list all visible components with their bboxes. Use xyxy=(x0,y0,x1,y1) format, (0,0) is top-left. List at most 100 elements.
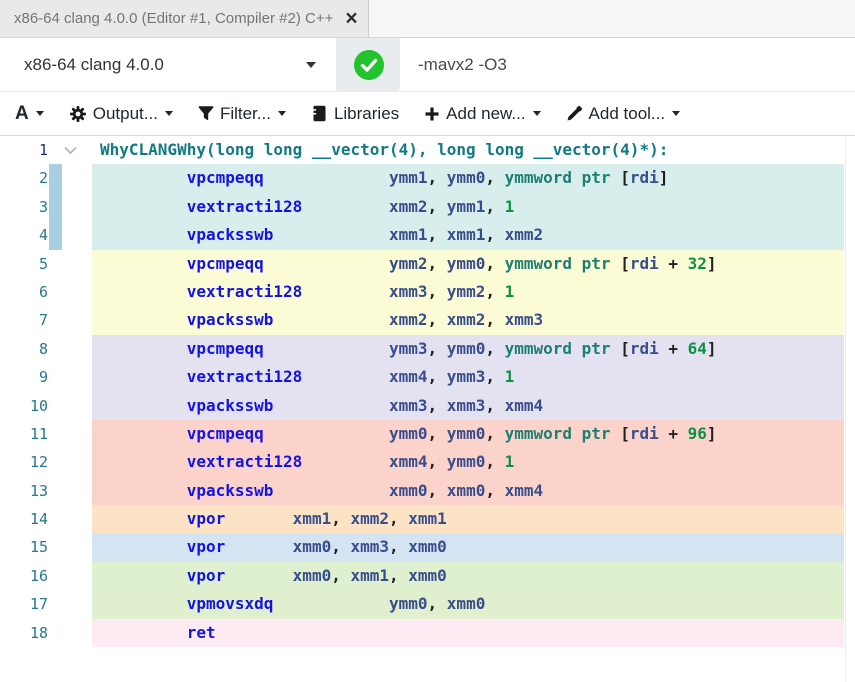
asm-line[interactable]: 15 vpor xmm0, xmm3, xmm0 xyxy=(0,533,855,562)
screwdriver-icon xyxy=(566,105,583,122)
asm-code-text[interactable]: vextracti128 xmm3, ymm2, 1 xyxy=(92,277,844,307)
line-number[interactable]: 16 xyxy=(29,566,48,585)
chevron-down-icon xyxy=(35,111,44,116)
asm-line[interactable]: 7 vpacksswb xmm2, xmm2, xmm3 xyxy=(0,306,855,335)
asm-line[interactable]: 14 vpor xmm1, xmm2, xmm1 xyxy=(0,505,855,534)
gutter: 13 xyxy=(0,477,92,505)
asm-line[interactable]: 8 vpcmpeqq ymm3, ymm0, ymmword ptr [rdi … xyxy=(0,334,855,364)
line-number[interactable]: 14 xyxy=(29,510,48,529)
line-number[interactable]: 6 xyxy=(38,282,48,301)
asm-code-text[interactable]: vpacksswb xmm2, xmm2, xmm3 xyxy=(92,306,844,335)
chevron-down-icon xyxy=(164,111,173,116)
scrollbar[interactable] xyxy=(845,136,855,682)
asm-code-text[interactable]: vpor xmm0, xmm3, xmm0 xyxy=(92,533,844,562)
asm-line[interactable]: 9 vextracti128 xmm4, ymm3, 1 xyxy=(0,363,855,392)
funnel-icon xyxy=(198,106,214,121)
line-number[interactable]: 12 xyxy=(29,453,48,472)
asm-line[interactable]: 18 ret xyxy=(0,618,855,648)
asm-line[interactable]: 2 vpcmpeqq ymm1, ymm0, ymmword ptr [rdi] xyxy=(0,164,855,193)
gutter: 10 xyxy=(0,392,92,420)
fold-chevron-icon[interactable] xyxy=(64,146,77,155)
output-label: Output... xyxy=(92,103,158,123)
line-number[interactable]: 4 xyxy=(38,226,48,245)
chevron-down-icon xyxy=(306,61,316,68)
asm-code-text[interactable]: vpcmpeqq ymm2, ymm0, ymmword ptr [rdi + … xyxy=(92,249,844,278)
gutter: 5 xyxy=(0,250,92,278)
asm-code-text[interactable]: vpcmpeqq ymm0, ymm0, ymmword ptr [rdi + … xyxy=(92,419,844,449)
output-button[interactable]: Output... xyxy=(69,104,173,124)
line-number[interactable]: 3 xyxy=(38,197,48,216)
asm-code-text[interactable]: vpmovsxdq ymm0, xmm0 xyxy=(92,590,844,619)
asm-code-text[interactable]: vpcmpeqq ymm1, ymm0, ymmword ptr [rdi] xyxy=(92,164,844,193)
close-icon[interactable]: × xyxy=(345,7,358,30)
line-number[interactable]: 2 xyxy=(38,169,48,188)
line-number[interactable]: 1 xyxy=(38,141,48,159)
compiler-options-input[interactable] xyxy=(400,38,855,91)
libraries-button[interactable]: Libraries xyxy=(311,104,399,124)
gutter: 7 xyxy=(0,306,92,334)
gutter: 18 xyxy=(0,619,92,647)
asm-code-text[interactable]: vextracti128 xmm2, ymm1, 1 xyxy=(92,192,844,222)
asm-line[interactable]: 11 vpcmpeqq ymm0, ymm0, ymmword ptr [rdi… xyxy=(0,419,855,449)
filter-button[interactable]: Filter... xyxy=(198,104,286,124)
line-number[interactable]: 11 xyxy=(29,424,48,443)
line-number[interactable]: 13 xyxy=(29,481,48,500)
line-number[interactable]: 5 xyxy=(38,254,48,273)
book-icon xyxy=(311,105,328,122)
compiler-name: x86-64 clang 4.0.0 xyxy=(24,54,164,74)
line-number[interactable]: 17 xyxy=(29,595,48,614)
gutter: 9 xyxy=(0,363,92,391)
tab-title: x86-64 clang 4.0.0 (Editor #1, Compiler … xyxy=(14,10,334,27)
asm-lines: 1 WhyCLANGWhy(long long __vector(4), long… xyxy=(0,136,855,648)
compile-status[interactable] xyxy=(337,38,400,91)
asm-code-text[interactable]: ret xyxy=(92,618,844,648)
asm-line[interactable]: 16 vpor xmm0, xmm1, xmm0 xyxy=(0,561,855,591)
compiler-select[interactable]: x86-64 clang 4.0.0 xyxy=(0,38,337,91)
gear-icon xyxy=(69,105,87,123)
font-size-button[interactable]: A xyxy=(15,103,44,125)
asm-line[interactable]: 13 vpacksswb xmm0, xmm0, xmm4 xyxy=(0,476,855,506)
line-number[interactable]: 9 xyxy=(38,368,48,387)
gutter: 1 xyxy=(0,136,92,164)
gutter: 14 xyxy=(0,505,92,533)
line-number[interactable]: 8 xyxy=(38,339,48,358)
asm-code-text[interactable]: vpcmpeqq ymm3, ymm0, ymmword ptr [rdi + … xyxy=(92,334,844,364)
asm-line[interactable]: 10 vpacksswb xmm3, xmm3, xmm4 xyxy=(0,391,855,420)
asm-code-text[interactable]: vpacksswb xmm1, xmm1, xmm2 xyxy=(92,221,844,250)
chevron-down-icon xyxy=(672,111,681,116)
asm-code-text[interactable]: WhyCLANGWhy(long long __vector(4), long … xyxy=(92,136,844,165)
add-tool-button[interactable]: Add tool... xyxy=(566,104,681,124)
libraries-label: Libraries xyxy=(333,103,400,123)
compiler-output-tab[interactable]: x86-64 clang 4.0.0 (Editor #1, Compiler … xyxy=(0,0,369,37)
asm-line[interactable]: 4 vpacksswb xmm1, xmm1, xmm2 xyxy=(0,221,855,250)
asm-code-text[interactable]: vextracti128 xmm4, ymm0, 1 xyxy=(92,448,844,477)
line-number[interactable]: 18 xyxy=(29,623,48,642)
gutter: 12 xyxy=(0,448,92,476)
asm-code-text[interactable]: vpor xmm1, xmm2, xmm1 xyxy=(92,505,844,534)
asm-line[interactable]: 12 vextracti128 xmm4, ymm0, 1 xyxy=(0,448,855,477)
gutter: 2 xyxy=(0,164,92,193)
line-number[interactable]: 10 xyxy=(29,396,48,415)
asm-code-text[interactable]: vpor xmm0, xmm1, xmm0 xyxy=(92,561,844,591)
plus-icon xyxy=(424,106,440,122)
source-link-decoration xyxy=(49,221,62,250)
asm-line[interactable]: 5 vpcmpeqq ymm2, ymm0, ymmword ptr [rdi … xyxy=(0,249,855,278)
asm-code-text[interactable]: vpacksswb xmm3, xmm3, xmm4 xyxy=(92,391,844,420)
asm-code-text[interactable]: vextracti128 xmm4, ymm3, 1 xyxy=(92,363,844,392)
gutter: 3 xyxy=(0,192,92,222)
filter-label: Filter... xyxy=(219,103,271,123)
add-new-button[interactable]: Add new... xyxy=(424,104,541,124)
asm-output-editor[interactable]: 1 WhyCLANGWhy(long long __vector(4), long… xyxy=(0,136,855,682)
gutter: 6 xyxy=(0,278,92,306)
tab-bar: x86-64 clang 4.0.0 (Editor #1, Compiler … xyxy=(0,0,855,38)
line-number[interactable]: 15 xyxy=(29,538,48,557)
asm-line[interactable]: 1 WhyCLANGWhy(long long __vector(4), long… xyxy=(0,136,855,165)
line-number[interactable]: 7 xyxy=(38,311,48,330)
asm-line[interactable]: 6 vextracti128 xmm3, ymm2, 1 xyxy=(0,277,855,307)
chevron-down-icon xyxy=(277,111,286,116)
asm-code-text[interactable]: vpacksswb xmm0, xmm0, xmm4 xyxy=(92,476,844,506)
asm-line[interactable]: 3 vextracti128 xmm2, ymm1, 1 xyxy=(0,192,855,222)
gutter: 16 xyxy=(0,562,92,590)
asm-line[interactable]: 17 vpmovsxdq ymm0, xmm0 xyxy=(0,590,855,619)
gutter: 11 xyxy=(0,420,92,448)
